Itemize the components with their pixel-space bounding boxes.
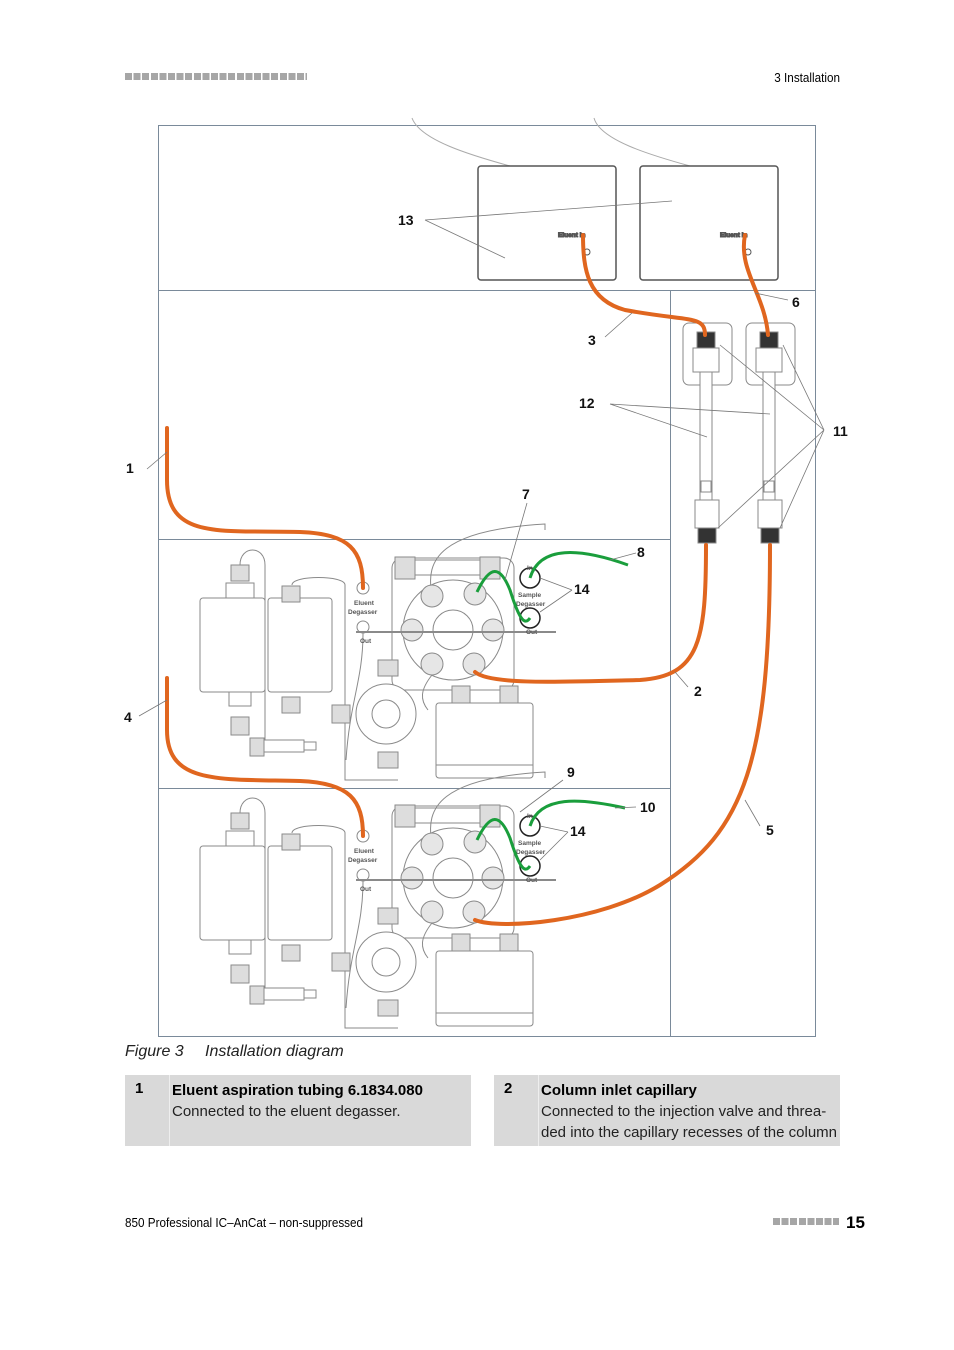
leader-lines <box>138 200 825 861</box>
eluent-aspiration-tubing-2 <box>165 676 365 838</box>
callout-12: 12 <box>579 395 595 411</box>
eluent-aspiration-tubing-1 <box>165 426 365 590</box>
eluent-tubing-6 <box>741 233 770 337</box>
legend-title: Eluent aspiration tubing 6.1834.080 <box>172 1082 423 1099</box>
ic-module-1 <box>199 523 557 781</box>
svg-text:Degasser: Degasser <box>348 857 378 864</box>
svg-text:Out: Out <box>360 886 372 893</box>
callout-14: 14 <box>574 581 590 597</box>
callout-numbers: 13 3 6 12 11 1 7 8 14 2 4 9 10 14 5 <box>124 212 848 839</box>
callout-14b: 14 <box>570 823 586 839</box>
orange-tubing <box>165 233 772 926</box>
page-number: 15 <box>846 1213 865 1232</box>
chapter-title: 3 Installation <box>774 70 840 85</box>
eluent-in-label: Eluent In <box>558 232 585 239</box>
svg-text:Sample: Sample <box>518 592 542 599</box>
column-inlet-capillary-1 <box>473 543 708 684</box>
eluent-tubing-3 <box>581 233 707 337</box>
svg-text:Out: Out <box>360 638 372 645</box>
legend-description: ded into the capillary recesses of the c… <box>541 1124 837 1141</box>
svg-text:Eluent: Eluent <box>354 848 375 855</box>
svg-text:In: In <box>527 813 533 820</box>
footer-decoration <box>773 1218 839 1225</box>
svg-text:In: In <box>527 565 533 572</box>
legend-description: Connected to the injection valve and thr… <box>541 1103 827 1120</box>
column-inlet-capillary-2 <box>473 543 772 926</box>
legend-item: 1 Eluent aspiration tubing 6.1834.080 Co… <box>125 1075 471 1146</box>
callout-3: 3 <box>588 332 596 348</box>
callout-5: 5 <box>766 822 774 838</box>
legend-number: 2 <box>494 1075 539 1146</box>
svg-text:Sample: Sample <box>518 840 542 847</box>
legend-number: 1 <box>125 1075 170 1146</box>
footer-title: 850 Professional IC–AnCat – non-suppress… <box>125 1215 364 1230</box>
svg-text:Degasser: Degasser <box>348 609 378 616</box>
callout-4: 4 <box>124 709 132 725</box>
figure-caption: Figure 3 Installation diagram <box>125 1043 344 1061</box>
eluent-in-label: Eluent In <box>720 232 747 239</box>
callout-6: 6 <box>792 294 800 310</box>
callout-10: 10 <box>640 799 656 815</box>
svg-text:Out: Out <box>526 629 538 636</box>
ic-module-2 <box>199 771 557 1029</box>
svg-text:Degasser: Degasser <box>516 601 546 608</box>
svg-text:Degasser: Degasser <box>516 849 546 856</box>
eluent-bottle-1 <box>477 165 617 281</box>
eluent-bottles: Eluent In Eluent In <box>411 117 779 281</box>
eluent-bottle-2 <box>639 165 779 281</box>
callout-2: 2 <box>694 683 702 699</box>
legend-description: Connected to the eluent degasser. <box>172 1103 401 1120</box>
svg-text:Eluent: Eluent <box>354 600 375 607</box>
diagram-frame <box>158 125 816 1037</box>
separation-column-1 <box>682 322 733 544</box>
legend-item: 2 Column inlet capillary Connected to th… <box>494 1075 840 1146</box>
callout-7: 7 <box>522 486 530 502</box>
device-labels: Eluent Degasser Out In Sample Degasser O… <box>348 565 546 893</box>
svg-text:Out: Out <box>526 877 538 884</box>
callout-11: 11 <box>833 423 848 439</box>
legend-title: Column inlet capillary <box>541 1082 697 1099</box>
sample-tubing <box>475 551 629 871</box>
figure-label: Figure 3 <box>125 1043 184 1060</box>
figure-title: Installation diagram <box>205 1043 344 1060</box>
header-decoration <box>125 73 307 80</box>
callout-13: 13 <box>398 212 414 228</box>
callout-1: 1 <box>126 460 134 476</box>
callout-8: 8 <box>637 544 645 560</box>
callout-9: 9 <box>567 764 575 780</box>
